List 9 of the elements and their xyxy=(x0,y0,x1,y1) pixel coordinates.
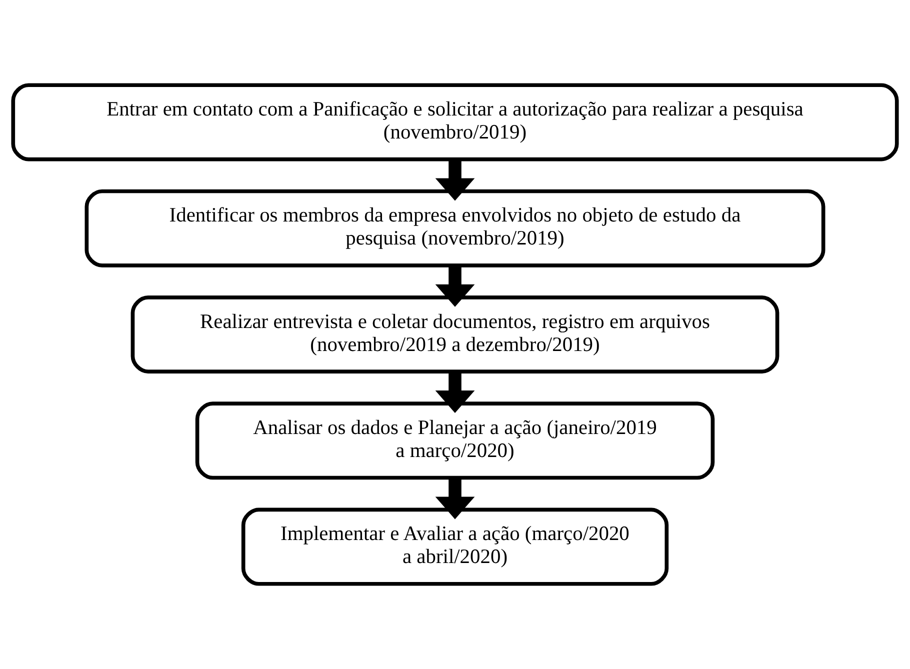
node-box: Identificar os membros da empresa envolvidos no objeto de estudo da pesquisa (novembro/2019) xyxy=(84,189,826,268)
arrow xyxy=(435,160,475,201)
node-box: Analisar os dados e Planejar a ação (janeiro/2019 a março/2020) xyxy=(195,402,715,480)
arrow xyxy=(435,266,475,307)
node-box: Entrar em contato com a Panificação e solicitar a autorização para realizar a pesquisa (novembro/2019) xyxy=(11,83,899,162)
node-box: Realizar entrevista e coletar documentos, registro em arquivos (novembro/2019 a dezembro/2019) xyxy=(130,296,780,374)
node-box: Implementar e Avaliar a ação (março/2020 a abril/2020) xyxy=(241,508,669,586)
arrow xyxy=(435,478,475,520)
arrow xyxy=(435,372,475,414)
